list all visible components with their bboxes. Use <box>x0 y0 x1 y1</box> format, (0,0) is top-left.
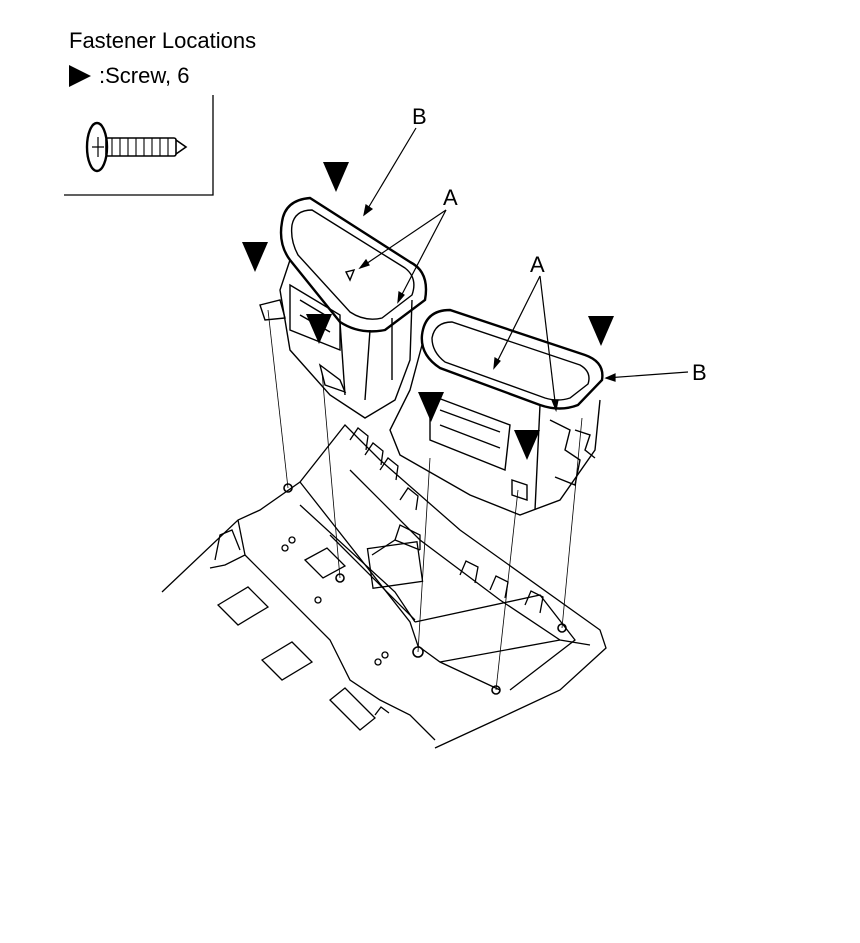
fastener-markers <box>242 162 614 460</box>
triangle-right-icon <box>69 65 91 87</box>
triangle-down-icon <box>418 392 444 422</box>
legend-separator: : <box>99 63 106 88</box>
callout-b-left: B <box>412 104 427 129</box>
triangle-down-icon <box>588 316 614 346</box>
callout-b-right: B <box>692 360 707 385</box>
triangle-down-icon <box>514 430 540 460</box>
fastener-legend: : Screw, 6 <box>69 63 190 89</box>
console-panel <box>161 424 607 749</box>
diagram-title: Fastener Locations <box>69 28 257 53</box>
screw-inset <box>64 95 214 196</box>
alignment-lines <box>267 309 583 691</box>
leader-lines <box>358 127 689 413</box>
triangle-down-icon <box>306 314 332 344</box>
callout-a-right: A <box>530 252 545 277</box>
callout-a-left: A <box>443 185 458 210</box>
legend-text: Screw, 6 <box>105 63 190 88</box>
screw-icon <box>85 121 188 173</box>
triangle-down-icon <box>323 162 349 192</box>
right-vent-duct <box>389 308 604 516</box>
left-vent-duct <box>259 196 428 419</box>
triangle-down-icon <box>242 242 268 272</box>
